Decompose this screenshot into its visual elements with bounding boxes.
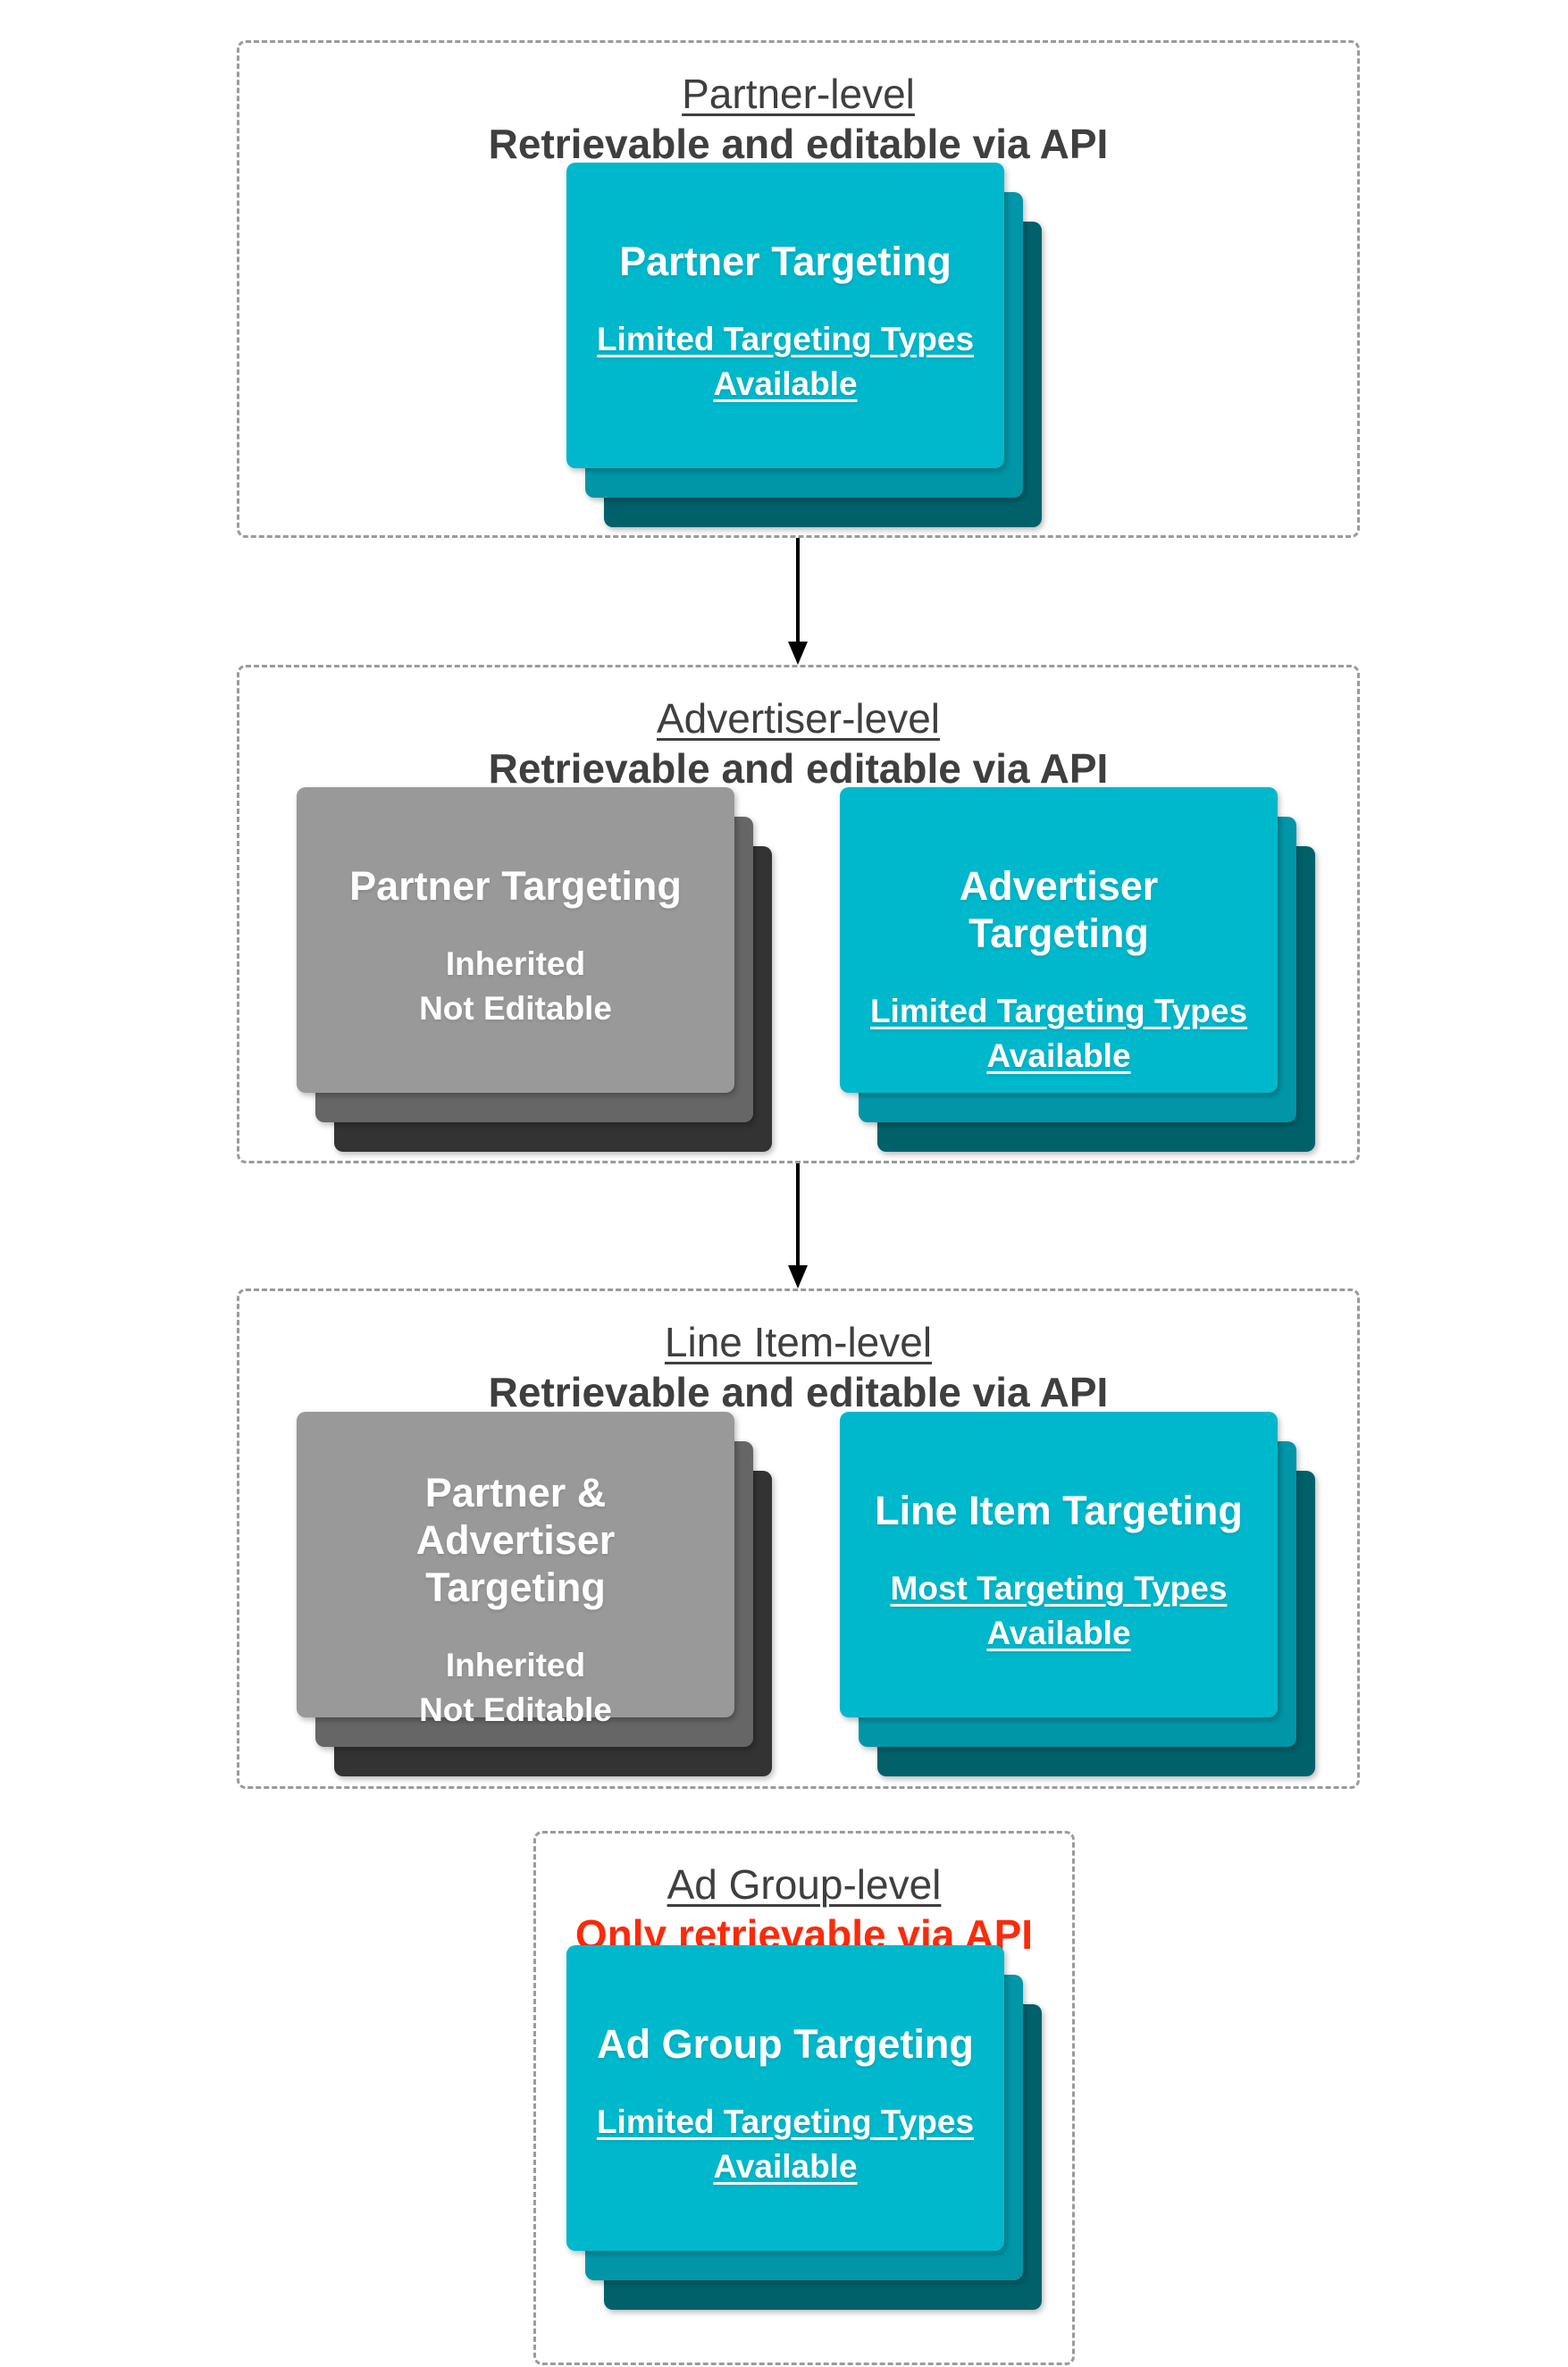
card-line-item-targeting: Line Item Targeting Most Targeting Types… <box>840 1412 1278 1717</box>
section-line-item-level: Line Item-level Retrievable and editable… <box>237 1288 1360 1789</box>
card-stack-inherited-partner-targeting: Partner Targeting Inherited Not Editable <box>297 787 772 1152</box>
card-title: Partner & Advertiser Targeting <box>322 1469 709 1611</box>
card-title: Line Item Targeting <box>875 1488 1243 1533</box>
section-subtitle: Retrievable and editable via API <box>488 121 1109 168</box>
section-header: Partner-level Retrievable and editable v… <box>239 43 1357 171</box>
card-title: Partner Targeting <box>619 239 952 284</box>
card-ad-group-targeting: Ad Group Targeting Limited Targeting Typ… <box>566 1945 1004 2251</box>
section-advertiser-level: Advertiser-level Retrievable and editabl… <box>237 665 1360 1163</box>
card-subtitle-line: Limited Targeting Types <box>869 993 1248 1030</box>
card-stack-ad-group-targeting: Ad Group Targeting Limited Targeting Typ… <box>566 1945 1042 2310</box>
card-title-line: Partner & Advertiser <box>415 1470 616 1564</box>
card-subtitle: Inherited Not Editable <box>419 942 612 1031</box>
card-subtitle-line: Limited Targeting Types <box>596 2103 975 2141</box>
card-title: Advertiser Targeting <box>959 863 1159 957</box>
card-title: Partner Targeting <box>349 863 682 909</box>
section-subtitle: Retrievable and editable via API <box>488 745 1109 793</box>
card-subtitle-line: Available <box>986 1615 1131 1652</box>
section-header: Line Item-level Retrievable and editable… <box>239 1291 1357 1419</box>
card-subtitle: Most Targeting Types Available <box>891 1566 1228 1656</box>
card-subtitle-line: Not Editable <box>419 990 612 1028</box>
section-title: Partner-level <box>682 71 915 117</box>
section-header: Advertiser-level Retrievable and editabl… <box>239 667 1357 795</box>
arrow-shaft <box>796 538 800 645</box>
card-subtitle-line: Inherited <box>445 945 586 983</box>
section-title: Line Item-level <box>664 1319 933 1365</box>
card-subtitle-line: Inherited <box>445 1647 586 1684</box>
card-stack-line-item-targeting: Line Item Targeting Most Targeting Types… <box>840 1412 1315 1776</box>
card-title-line: Targeting <box>425 1565 606 1611</box>
card-subtitle-line: Most Targeting Types <box>890 1570 1228 1607</box>
card-stack-inherited-partner-advertiser-targeting: Partner & Advertiser Targeting Inherited… <box>297 1412 772 1776</box>
card-subtitle-line: Available <box>986 1037 1131 1075</box>
section-title: Advertiser-level <box>657 695 940 742</box>
down-arrow <box>788 1163 808 1288</box>
card-subtitle-line: Limited Targeting Types <box>596 321 975 358</box>
section-header: Ad Group-level Only retrievable via API <box>536 1834 1072 1961</box>
section-partner-level: Partner-level Retrievable and editable v… <box>237 40 1360 538</box>
card-subtitle: Limited Targeting Types Available <box>597 2100 974 2189</box>
card-subtitle-line: Not Editable <box>419 1691 612 1729</box>
card-stack-partner-targeting: Partner Targeting Limited Targeting Type… <box>566 163 1042 527</box>
card-title: Ad Group Targeting <box>597 2021 974 2067</box>
section-title: Ad Group-level <box>667 1861 942 1908</box>
card-subtitle: Limited Targeting Types Available <box>597 317 974 407</box>
card-stack-advertiser-targeting: Advertiser Targeting Limited Targeting T… <box>840 787 1315 1152</box>
card-subtitle-line: Available <box>713 2148 858 2186</box>
card-advertiser-targeting: Advertiser Targeting Limited Targeting T… <box>840 787 1278 1093</box>
down-arrow <box>788 538 808 665</box>
section-subtitle: Retrievable and editable via API <box>488 1369 1109 1416</box>
card-partner-advertiser-targeting-inherited: Partner & Advertiser Targeting Inherited… <box>297 1412 734 1728</box>
arrow-head-icon <box>788 1265 808 1288</box>
arrow-shaft <box>796 1163 800 1269</box>
card-subtitle-line: Available <box>713 365 858 403</box>
card-subtitle: Limited Targeting Types Available <box>870 989 1247 1079</box>
card-partner-targeting-inherited: Partner Targeting Inherited Not Editable <box>297 787 734 1093</box>
arrow-head-icon <box>788 642 808 665</box>
card-subtitle: Inherited Not Editable <box>419 1643 612 1733</box>
card-partner-targeting: Partner Targeting Limited Targeting Type… <box>566 163 1004 468</box>
